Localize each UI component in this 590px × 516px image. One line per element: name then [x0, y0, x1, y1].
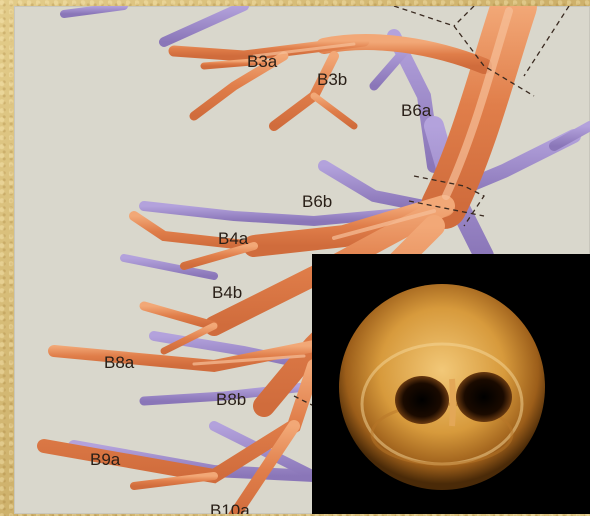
bronchoscopy-image [312, 254, 590, 514]
label-b8b: B8b [216, 390, 246, 409]
bronchoscopy-view [312, 254, 590, 514]
label-b9a: B9a [90, 450, 121, 469]
left-orifice [395, 376, 449, 424]
label-b3b: B3b [317, 70, 347, 89]
bronchial-tree-diagram: B3a B3b B6a B6b B4a B4b B8a B8b B9a B10a [14, 6, 590, 514]
label-b6b: B6b [302, 192, 332, 211]
label-b4a: B4a [218, 229, 249, 248]
label-b10a: B10a [210, 501, 250, 514]
label-b4b: B4b [212, 283, 242, 302]
label-b3a: B3a [247, 52, 278, 71]
right-orifice [456, 372, 512, 422]
label-b6a: B6a [401, 101, 432, 120]
label-b8a: B8a [104, 353, 135, 372]
